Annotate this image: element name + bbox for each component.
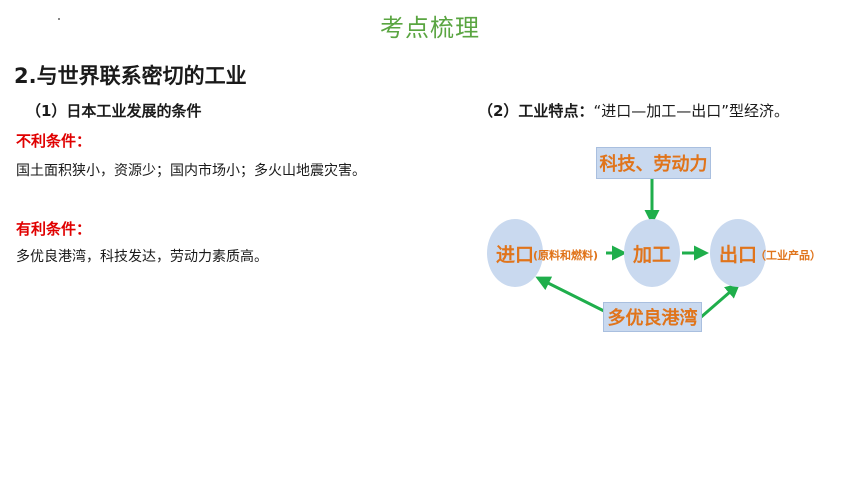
unfavorable-text: 国土面积狭小，资源少；国内市场小；多火山地震灾害。: [16, 163, 366, 179]
export-note: （工业产品）: [755, 249, 821, 262]
favorable-text: 多优良港湾，科技发达，劳动力素质高。: [16, 249, 268, 265]
process-node: 加工: [624, 219, 680, 287]
arrow-ports-to-export: [699, 283, 741, 320]
import-note: (原料和燃料): [533, 249, 599, 262]
export-label: 出口: [718, 243, 757, 266]
features-label: （2）工业特点：: [478, 102, 594, 120]
conditions-subheading: （1）日本工业发展的条件: [26, 102, 202, 120]
process-label: 加工: [632, 243, 671, 266]
import-node: 进口: [487, 219, 543, 287]
features-subheading: （2）工业特点：“进口—加工—出口”型经济。: [478, 100, 789, 121]
page-title: 考点梳理: [380, 14, 480, 42]
tech-labor-box: 科技、劳动力: [596, 147, 711, 179]
import-label: 进口: [495, 243, 534, 266]
favorable-heading: 有利条件：: [16, 220, 92, 238]
section-heading: 2.与世界联系密切的工业: [14, 64, 247, 88]
decorative-dot: [58, 18, 60, 20]
arrow-ports-to-import: [535, 276, 607, 314]
unfavorable-heading: 不利条件：: [16, 132, 92, 150]
export-node: 出口: [710, 219, 766, 287]
features-value: “进口—加工—出口”型经济。: [593, 102, 789, 120]
good-ports-box: 多优良港湾: [603, 302, 702, 332]
